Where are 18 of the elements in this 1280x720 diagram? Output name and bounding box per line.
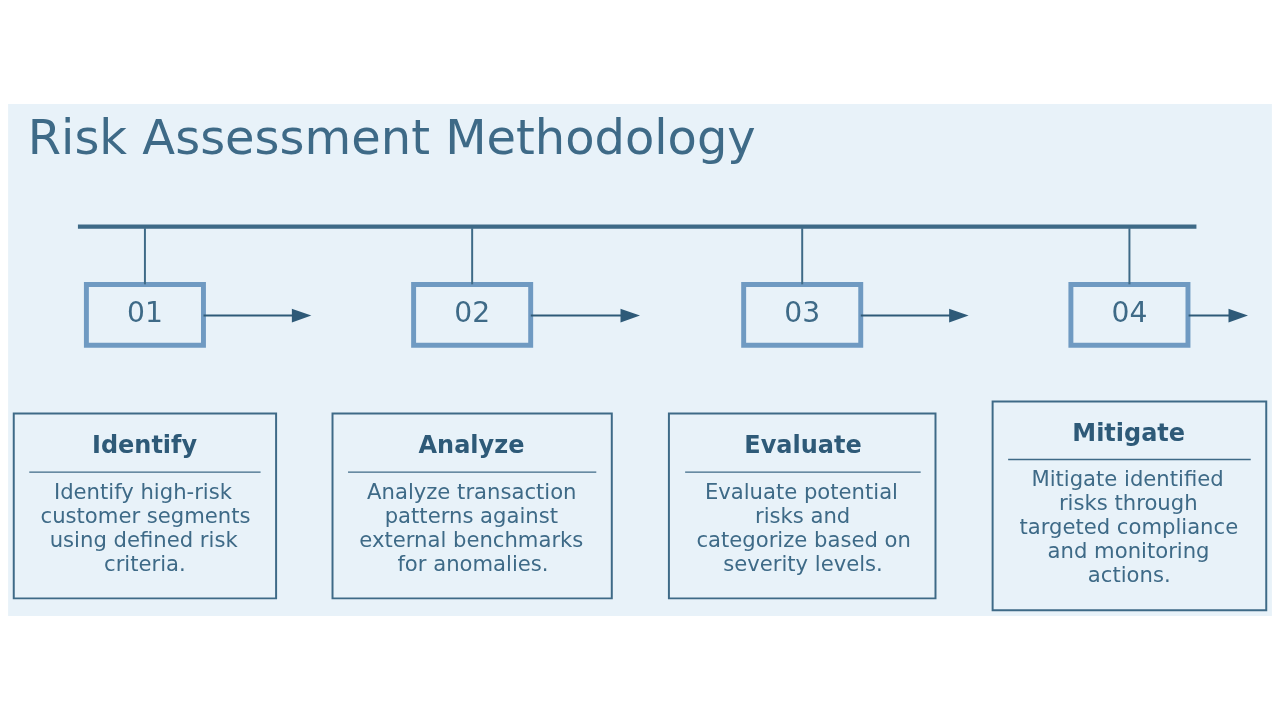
node-box: 04 <box>1068 282 1191 348</box>
node-box: Analyze Analyze transaction patterns against external benchmarks for anomalies. <box>331 412 613 600</box>
node-box: Evaluate Evaluate potential risks and categorize based on severity levels. <box>667 412 937 600</box>
arrow <box>859 308 969 323</box>
node-box: 01 <box>83 282 206 348</box>
arrow <box>1187 308 1248 323</box>
connector <box>801 227 804 286</box>
diagram-title: Risk Assessment Methodology <box>27 108 756 165</box>
node-box: 03 <box>741 282 864 348</box>
node-box: Mitigate Mitigate identified risks through targeted compliance and monitoring actions. <box>991 400 1268 612</box>
connector <box>1128 227 1131 286</box>
node-box: 02 <box>411 282 534 348</box>
arrow <box>529 308 640 323</box>
arrow <box>202 308 312 323</box>
connector <box>143 227 146 286</box>
node-bar <box>77 224 1197 229</box>
node-box: Identify Identify high-risk customer segments using defined risk criteria. <box>12 412 278 600</box>
connector <box>471 227 474 286</box>
